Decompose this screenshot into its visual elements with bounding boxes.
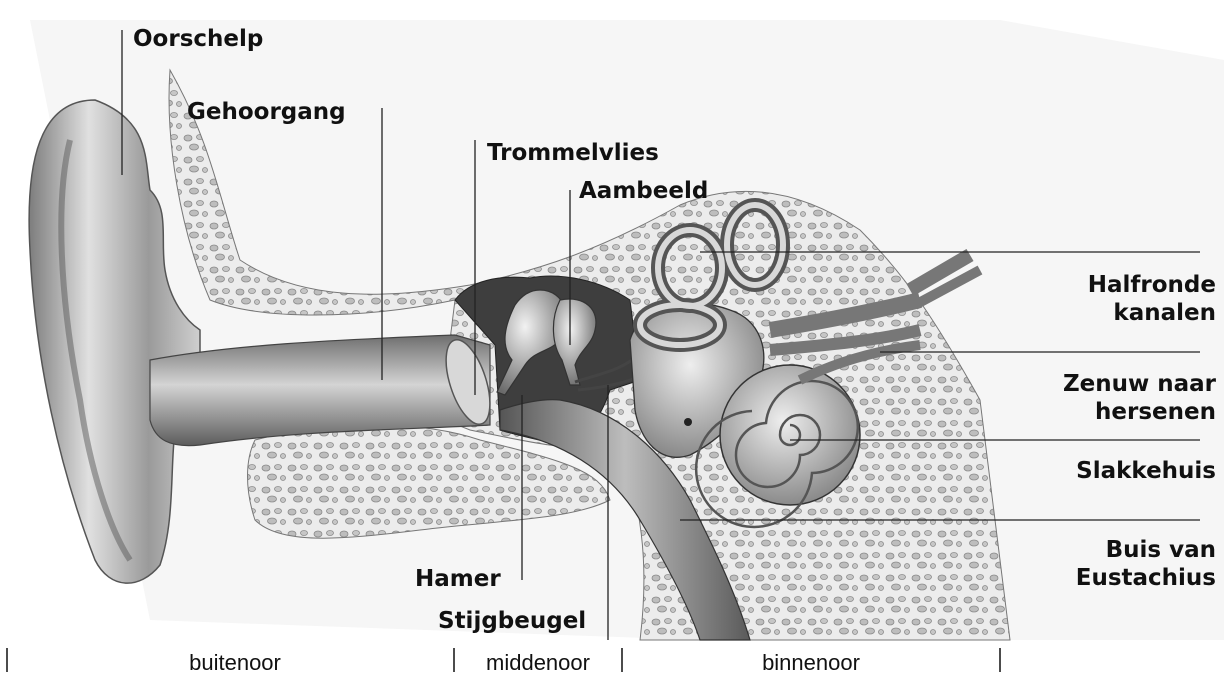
label-zenuw-2: hersenen bbox=[1095, 399, 1216, 425]
section-binnenoor: binnenoor bbox=[762, 650, 860, 674]
label-aambeeld: Aambeeld bbox=[579, 178, 708, 204]
label-gehoorgang: Gehoorgang bbox=[187, 99, 346, 125]
label-zenuw-1: Zenuw naar bbox=[1063, 371, 1217, 397]
label-oorschelp: Oorschelp bbox=[133, 26, 263, 52]
label-hamer: Hamer bbox=[415, 566, 501, 592]
section-middenoor: middenoor bbox=[486, 650, 590, 674]
label-stijgbeugel: Stijgbeugel bbox=[438, 608, 586, 634]
section-buitenoor: buitenoor bbox=[189, 650, 281, 674]
label-halfronde-2: kanalen bbox=[1113, 300, 1216, 326]
label-buis-1: Buis van bbox=[1106, 537, 1216, 563]
label-slakkehuis: Slakkehuis bbox=[1076, 458, 1216, 484]
label-halfronde-1: Halfronde bbox=[1088, 272, 1216, 298]
label-buis-2: Eustachius bbox=[1076, 565, 1216, 591]
label-trommelvlies: Trommelvlies bbox=[487, 140, 659, 166]
